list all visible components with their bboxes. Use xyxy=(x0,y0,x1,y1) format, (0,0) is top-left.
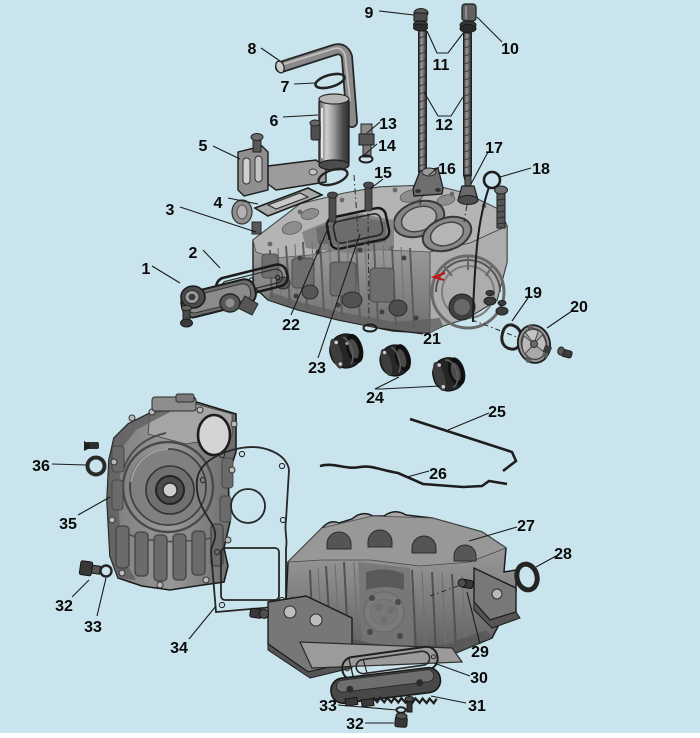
svg-text:13: 13 xyxy=(379,116,397,133)
svg-text:8: 8 xyxy=(248,41,257,58)
svg-text:12: 12 xyxy=(435,117,453,134)
svg-text:6: 6 xyxy=(270,113,279,130)
svg-text:34: 34 xyxy=(170,640,188,657)
svg-text:33: 33 xyxy=(319,698,337,715)
svg-text:36: 36 xyxy=(32,458,50,475)
svg-text:2: 2 xyxy=(189,245,198,262)
svg-text:21: 21 xyxy=(423,331,441,348)
svg-text:4: 4 xyxy=(214,195,223,212)
svg-text:26: 26 xyxy=(429,466,447,483)
svg-text:18: 18 xyxy=(532,161,550,178)
svg-text:16: 16 xyxy=(438,161,456,178)
svg-text:17: 17 xyxy=(485,140,503,157)
svg-text:22: 22 xyxy=(282,317,300,334)
svg-text:32: 32 xyxy=(55,598,73,615)
svg-text:14: 14 xyxy=(378,138,396,155)
svg-text:20: 20 xyxy=(570,299,588,316)
svg-text:33: 33 xyxy=(84,619,102,636)
svg-text:24: 24 xyxy=(366,390,384,407)
svg-text:11: 11 xyxy=(433,57,450,74)
svg-text:15: 15 xyxy=(374,165,392,182)
svg-text:1: 1 xyxy=(142,261,151,278)
svg-text:35: 35 xyxy=(59,516,77,533)
svg-text:32: 32 xyxy=(346,716,364,733)
svg-text:27: 27 xyxy=(517,518,535,535)
svg-text:23: 23 xyxy=(308,360,326,377)
svg-text:19: 19 xyxy=(524,285,542,302)
svg-text:10: 10 xyxy=(501,41,519,58)
svg-text:7: 7 xyxy=(281,79,290,96)
svg-text:25: 25 xyxy=(488,404,506,421)
svg-text:29: 29 xyxy=(471,644,489,661)
svg-text:5: 5 xyxy=(199,138,208,155)
svg-text:30: 30 xyxy=(470,670,488,687)
svg-text:9: 9 xyxy=(365,5,374,22)
svg-text:3: 3 xyxy=(166,202,175,219)
svg-text:31: 31 xyxy=(468,698,486,715)
svg-text:28: 28 xyxy=(554,546,572,563)
